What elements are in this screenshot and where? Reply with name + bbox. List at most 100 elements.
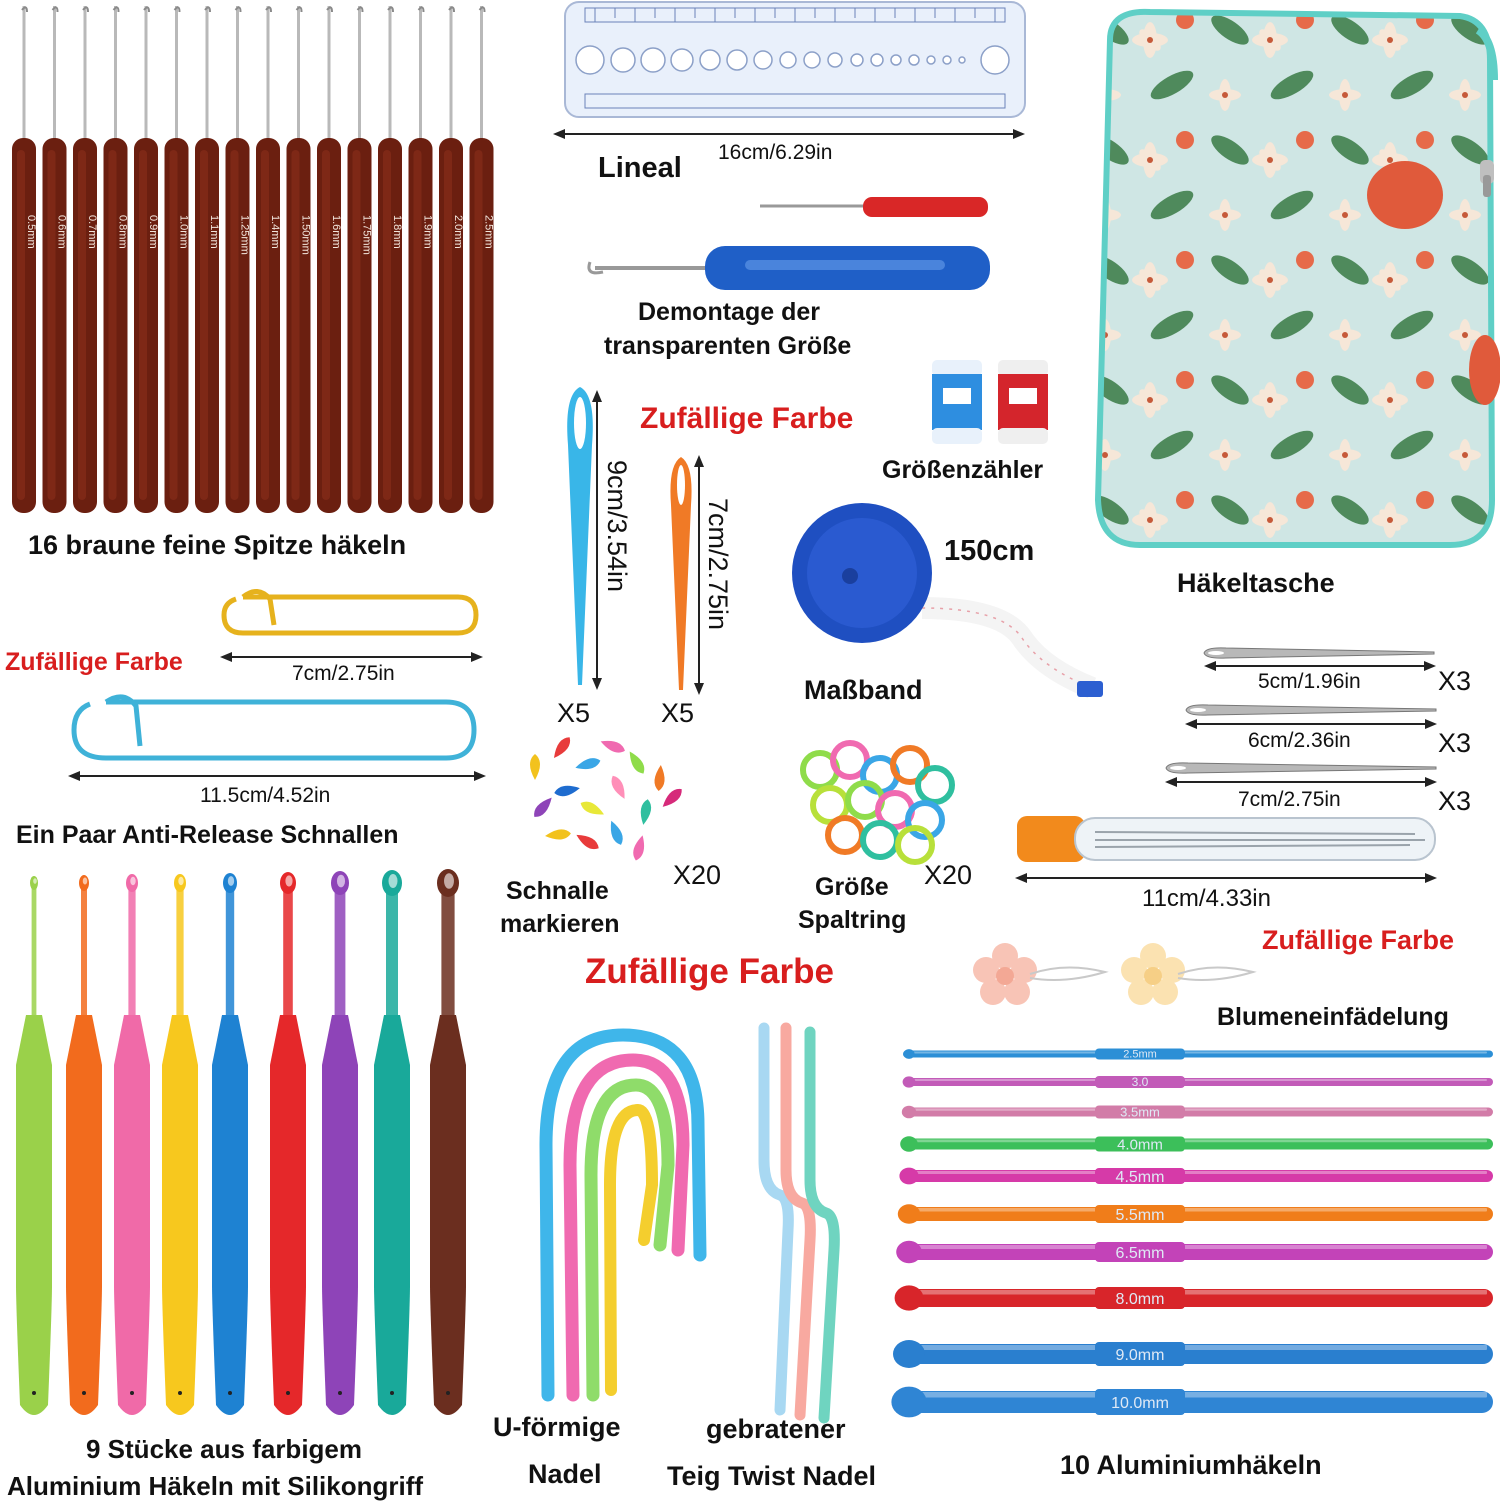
tape-label: Maßband [804, 675, 923, 705]
holder-small-arrow [220, 652, 483, 662]
seam-ripper-label-line1: Demontage der [638, 298, 820, 326]
silicone-hook [270, 872, 306, 1415]
fine-hook: 1.0mm [164, 6, 190, 513]
ushape-label-line2: Nadel [528, 1459, 602, 1489]
needle-7cm-arrow [694, 455, 704, 695]
silicone-hook [66, 875, 102, 1415]
alu-hook: 10.0mm [891, 1386, 1493, 1418]
tube-dimension: 11cm/4.33in [1142, 885, 1271, 912]
alu-hook: 5.5mm [897, 1204, 1493, 1224]
fine-hook-size: 1.0mm [178, 215, 190, 249]
fine-hook-size: 0.5mm [25, 215, 37, 249]
fine-hook: 1.6mm [317, 6, 342, 513]
locking-marker [534, 797, 552, 817]
tape-length: 150cm [944, 535, 1035, 567]
needle-7cm-dimension: 7cm/2.75in [703, 498, 733, 631]
fine-hook: 0.6mm [42, 6, 68, 513]
fine-hook-size: 1.1mm [208, 215, 220, 249]
row-counter-blue [932, 360, 982, 444]
holder-small-dimension: 7cm/2.75in [292, 662, 395, 685]
random-color-label-center: Zufällige Farbe [585, 952, 834, 991]
alu-hook-size: 6.5mm [1116, 1245, 1165, 1262]
locking-marker [575, 758, 601, 770]
fine-hook-size: 2.0mm [452, 215, 464, 249]
locking-marker [553, 737, 571, 758]
locking-marker [580, 801, 604, 815]
fine-hook-size: 1.9mm [422, 215, 434, 249]
needle-storage-tube [1017, 816, 1436, 862]
split-ring [860, 820, 900, 860]
needle-9cm-dimension: 9cm/3.54in [602, 460, 632, 593]
silicone-label-line1: 9 Stücke aus farbigem [86, 1434, 362, 1464]
split-label-line2: Spaltring [798, 906, 907, 934]
fine-hook: 0.7mm [73, 6, 98, 513]
silicone-hook [322, 871, 358, 1415]
locking-stitch-markers [530, 737, 682, 861]
fine-hook: 1.1mm [195, 6, 220, 513]
darn-7cm-arrow [1165, 777, 1437, 787]
stitch-holder-small [221, 589, 479, 636]
fine-hook-size: 1.25mm [239, 215, 251, 255]
alu-hook: 8.0mm [894, 1285, 1493, 1311]
fine-hook: 1.50mm [286, 6, 312, 513]
fine-hook-size: 0.6mm [56, 215, 68, 249]
silicone-hook-group [8, 865, 488, 1435]
alu-hook: 3.5mm [901, 1105, 1493, 1120]
alu-hooks-svg: 2.5mm3.03.5mm4.0mm4.5mm5.5mm6.5mm8.0mm9.… [891, 1048, 1493, 1418]
fine-hook: 0.9mm [134, 6, 159, 513]
fine-hook-size: 0.7mm [86, 215, 98, 249]
tape-measure [792, 503, 1103, 699]
ruler-label: Lineal [598, 152, 682, 184]
alu-hook-size: 5.5mm [1116, 1207, 1165, 1224]
darning-needle-5cm [1203, 647, 1435, 659]
split-ring [890, 745, 930, 785]
needle-9cm-qty: X5 [557, 698, 591, 728]
locking-marker [554, 785, 580, 797]
alu-hook-size: 4.5mm [1116, 1169, 1165, 1186]
row-counter-label: Größenzähler [882, 456, 1044, 484]
twist-cable-needles [758, 1022, 840, 1424]
fine-hook: 1.75mm [347, 6, 373, 513]
seam-ripper-label-line2: transparenten Größe [604, 332, 852, 360]
silicone-hook [374, 870, 410, 1415]
alu-hook: 6.5mm [896, 1240, 1493, 1264]
ruler-dimension: 16cm/6.29in [718, 141, 833, 164]
locking-marker [530, 754, 540, 780]
fine-hook: 1.4mm [256, 6, 281, 513]
alu-hook: 4.5mm [899, 1167, 1493, 1186]
fine-hook-size: 1.6mm [330, 215, 342, 249]
alu-hook: 3.0 [902, 1075, 1493, 1089]
fine-hook: 0.8mm [103, 6, 129, 513]
flower-threader-yellow [1121, 943, 1257, 1005]
silicone-hooks-svg [16, 869, 466, 1415]
locking-marker [600, 740, 625, 753]
silicone-hook [114, 874, 150, 1415]
fine-hook-size: 2.5mm [483, 215, 495, 249]
fine-hook: 1.9mm [408, 6, 434, 513]
ruler-dimension-arrow [553, 129, 1025, 139]
split-qty: X20 [924, 860, 973, 890]
twist-label-line1: gebratener [706, 1414, 846, 1444]
needle-7cm-qty: X5 [661, 698, 695, 728]
fine-hook-size: 0.9mm [147, 215, 159, 249]
crochet-bag [1094, 8, 1500, 548]
fine-hooks-svg: 0.5mm 0.6mm 0.7mm 0.8mm 0.9mm 1.0mm 1.1mm 1.25m… [12, 6, 495, 513]
locking-marker [662, 788, 682, 807]
locking-marker [545, 829, 571, 840]
holder-large-dimension: 11.5cm/4.52in [200, 784, 331, 807]
stitch-holder-large [71, 694, 477, 761]
ushape-label-line1: U-förmige [493, 1412, 621, 1442]
locking-marker [633, 835, 645, 861]
darn-5cm-qty: X3 [1438, 666, 1472, 696]
tube-arrow [1015, 873, 1437, 883]
fine-hook-size: 1.4mm [269, 215, 281, 249]
darn-5cm-arrow [1204, 661, 1436, 671]
markers-label-line1: Schnalle [506, 877, 609, 905]
locking-marker [654, 765, 665, 791]
seam-ripper-large [587, 246, 990, 290]
alu-hook-size: 9.0mm [1116, 1347, 1165, 1364]
fine-hook-size: 1.50mm [300, 215, 312, 255]
markers-label-line2: markieren [500, 910, 620, 938]
fine-hook-group: 0.5mm 0.6mm 0.7mm 0.8mm 0.9mm 1.0mm 1.1mm 1.25m… [10, 0, 500, 520]
alu-hook-size: 8.0mm [1116, 1291, 1165, 1308]
